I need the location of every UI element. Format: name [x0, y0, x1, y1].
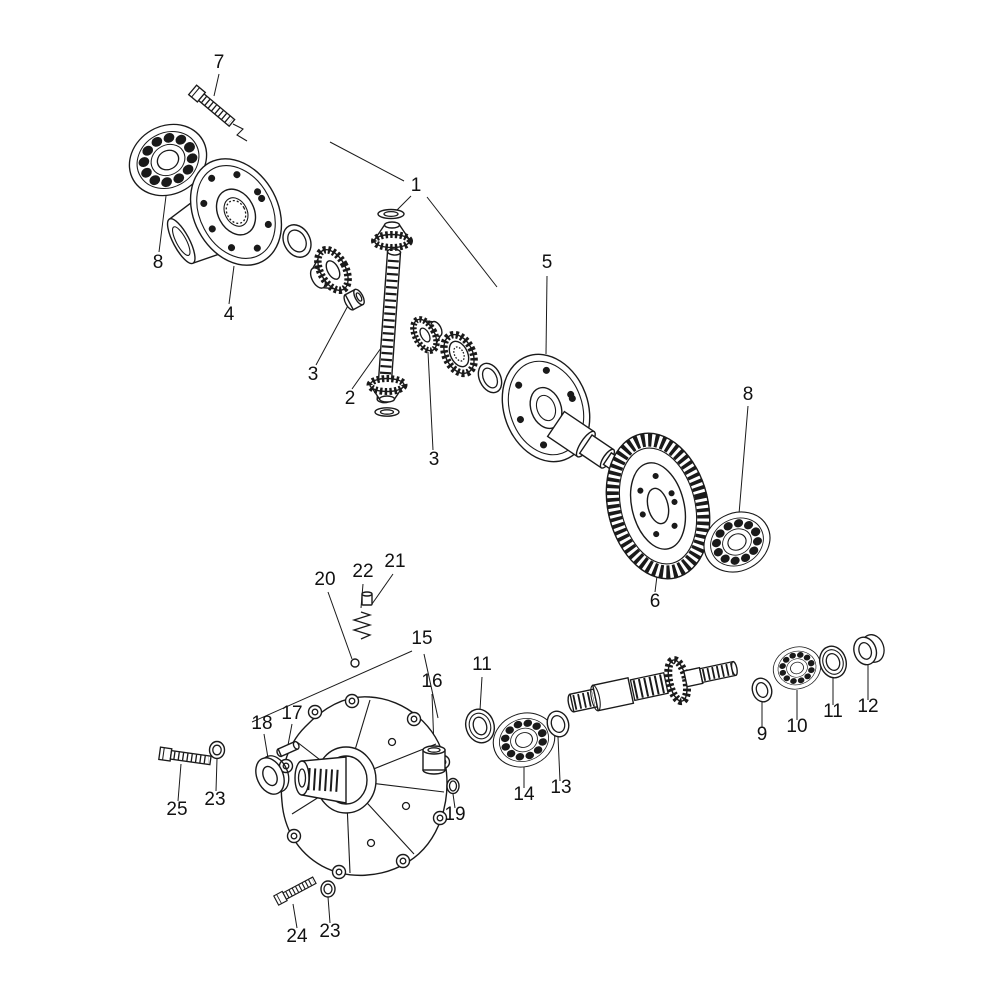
callout-20-label: 20 [314, 569, 335, 590]
o-ring-19 [446, 777, 460, 795]
washer-above-gear-1 [377, 208, 405, 220]
break-line [232, 123, 248, 142]
callout-17-label: 17 [281, 703, 302, 724]
leader-line [452, 793, 456, 809]
callout-15-label: 15 [411, 628, 432, 649]
roller-piece-3 [343, 288, 365, 311]
leader-line [427, 351, 434, 451]
leader-line [423, 653, 439, 719]
bevel-gear-3-left [309, 245, 352, 295]
callout-11-right-label: 11 [823, 701, 843, 722]
sleeve-12 [853, 634, 885, 666]
leader-line [158, 195, 167, 253]
leader-bracket [329, 141, 405, 182]
callout-4-label: 4 [224, 304, 235, 325]
leader-line [215, 758, 218, 792]
thrust-washer [477, 362, 503, 394]
callout-22-label: 22 [352, 561, 373, 582]
spacer-ring-13 [546, 710, 570, 738]
callout-8-right-label: 8 [743, 384, 754, 405]
spider-gear-3-right [410, 316, 443, 354]
callout-5-label: 5 [542, 252, 553, 273]
dowel-pin-17 [276, 740, 300, 758]
detent-ball-20 [350, 658, 360, 668]
washer-23-upper [208, 740, 226, 760]
leader-line [177, 763, 182, 802]
differential-housing-4 [166, 158, 283, 266]
leader-line [327, 591, 353, 660]
leader-line [327, 896, 331, 924]
callout-7-label: 7 [214, 52, 225, 73]
callout-19-label: 19 [444, 804, 465, 825]
pinion-gear-1 [371, 221, 413, 251]
callout-9-label: 9 [757, 724, 768, 745]
leader-line [292, 903, 298, 929]
ball-bearing-10 [768, 641, 827, 695]
leader-bracket [426, 196, 498, 288]
leader-line [479, 676, 483, 711]
callout-23-lower-label: 23 [319, 921, 340, 942]
callout-24-label: 24 [286, 926, 308, 947]
spacer-ring-9 [751, 677, 773, 703]
hex-bolt-25 [159, 747, 212, 766]
callout-11-left-label: 11 [472, 654, 492, 675]
callout-21-label: 21 [384, 551, 405, 572]
bushing-18 [255, 755, 290, 795]
callout-3b-label: 3 [429, 449, 440, 470]
hex-bolt-24 [274, 876, 317, 905]
callout-18-label: 18 [251, 713, 272, 734]
detent-spring-22 [351, 611, 373, 640]
leader-line [557, 736, 561, 782]
hex-bolt-7 [189, 85, 236, 127]
bearing-ring-11-left [464, 708, 496, 744]
leader-line [213, 73, 220, 97]
shim-washer [282, 224, 312, 258]
callout-13-label: 13 [550, 777, 571, 798]
leader-line [315, 299, 352, 366]
leader-line [738, 405, 749, 515]
callout-1-label: 1 [411, 175, 422, 196]
washer-23-lower [320, 880, 336, 898]
callout-3a-label: 3 [308, 364, 319, 385]
leader-line [228, 265, 235, 305]
side-cover-15 [278, 693, 451, 880]
callout-12-label: 12 [857, 696, 878, 717]
callout-23-upper-label: 23 [204, 789, 225, 810]
output-flange-5 [501, 353, 627, 475]
bevel-gear-bottom [366, 375, 408, 403]
leader-line [371, 573, 394, 605]
bearing-ring-11-right [818, 645, 848, 679]
ring-gear-6 [605, 432, 711, 580]
callout-14-label: 14 [513, 784, 535, 805]
leader-line [545, 275, 548, 355]
side-gear [440, 330, 478, 378]
leader-line [287, 723, 293, 746]
bushing-16 [422, 745, 446, 775]
detent-plug-21 [361, 591, 373, 606]
leader-bracket [251, 650, 413, 723]
callout-25-label: 25 [166, 799, 187, 820]
callout-labels: 7 8 4 1 3 2 3 5 8 6 20 22 21 15 16 11 9 … [153, 52, 879, 947]
washer-below-gear [374, 407, 400, 417]
callout-2-label: 2 [345, 388, 356, 409]
callout-10-label: 10 [786, 716, 807, 737]
callout-6-label: 6 [650, 591, 661, 612]
callout-8-left-label: 8 [153, 252, 164, 273]
pinion-shaft [567, 655, 738, 713]
leader-line [263, 733, 269, 759]
leader-line [351, 347, 382, 390]
callout-16-label: 16 [421, 671, 442, 692]
